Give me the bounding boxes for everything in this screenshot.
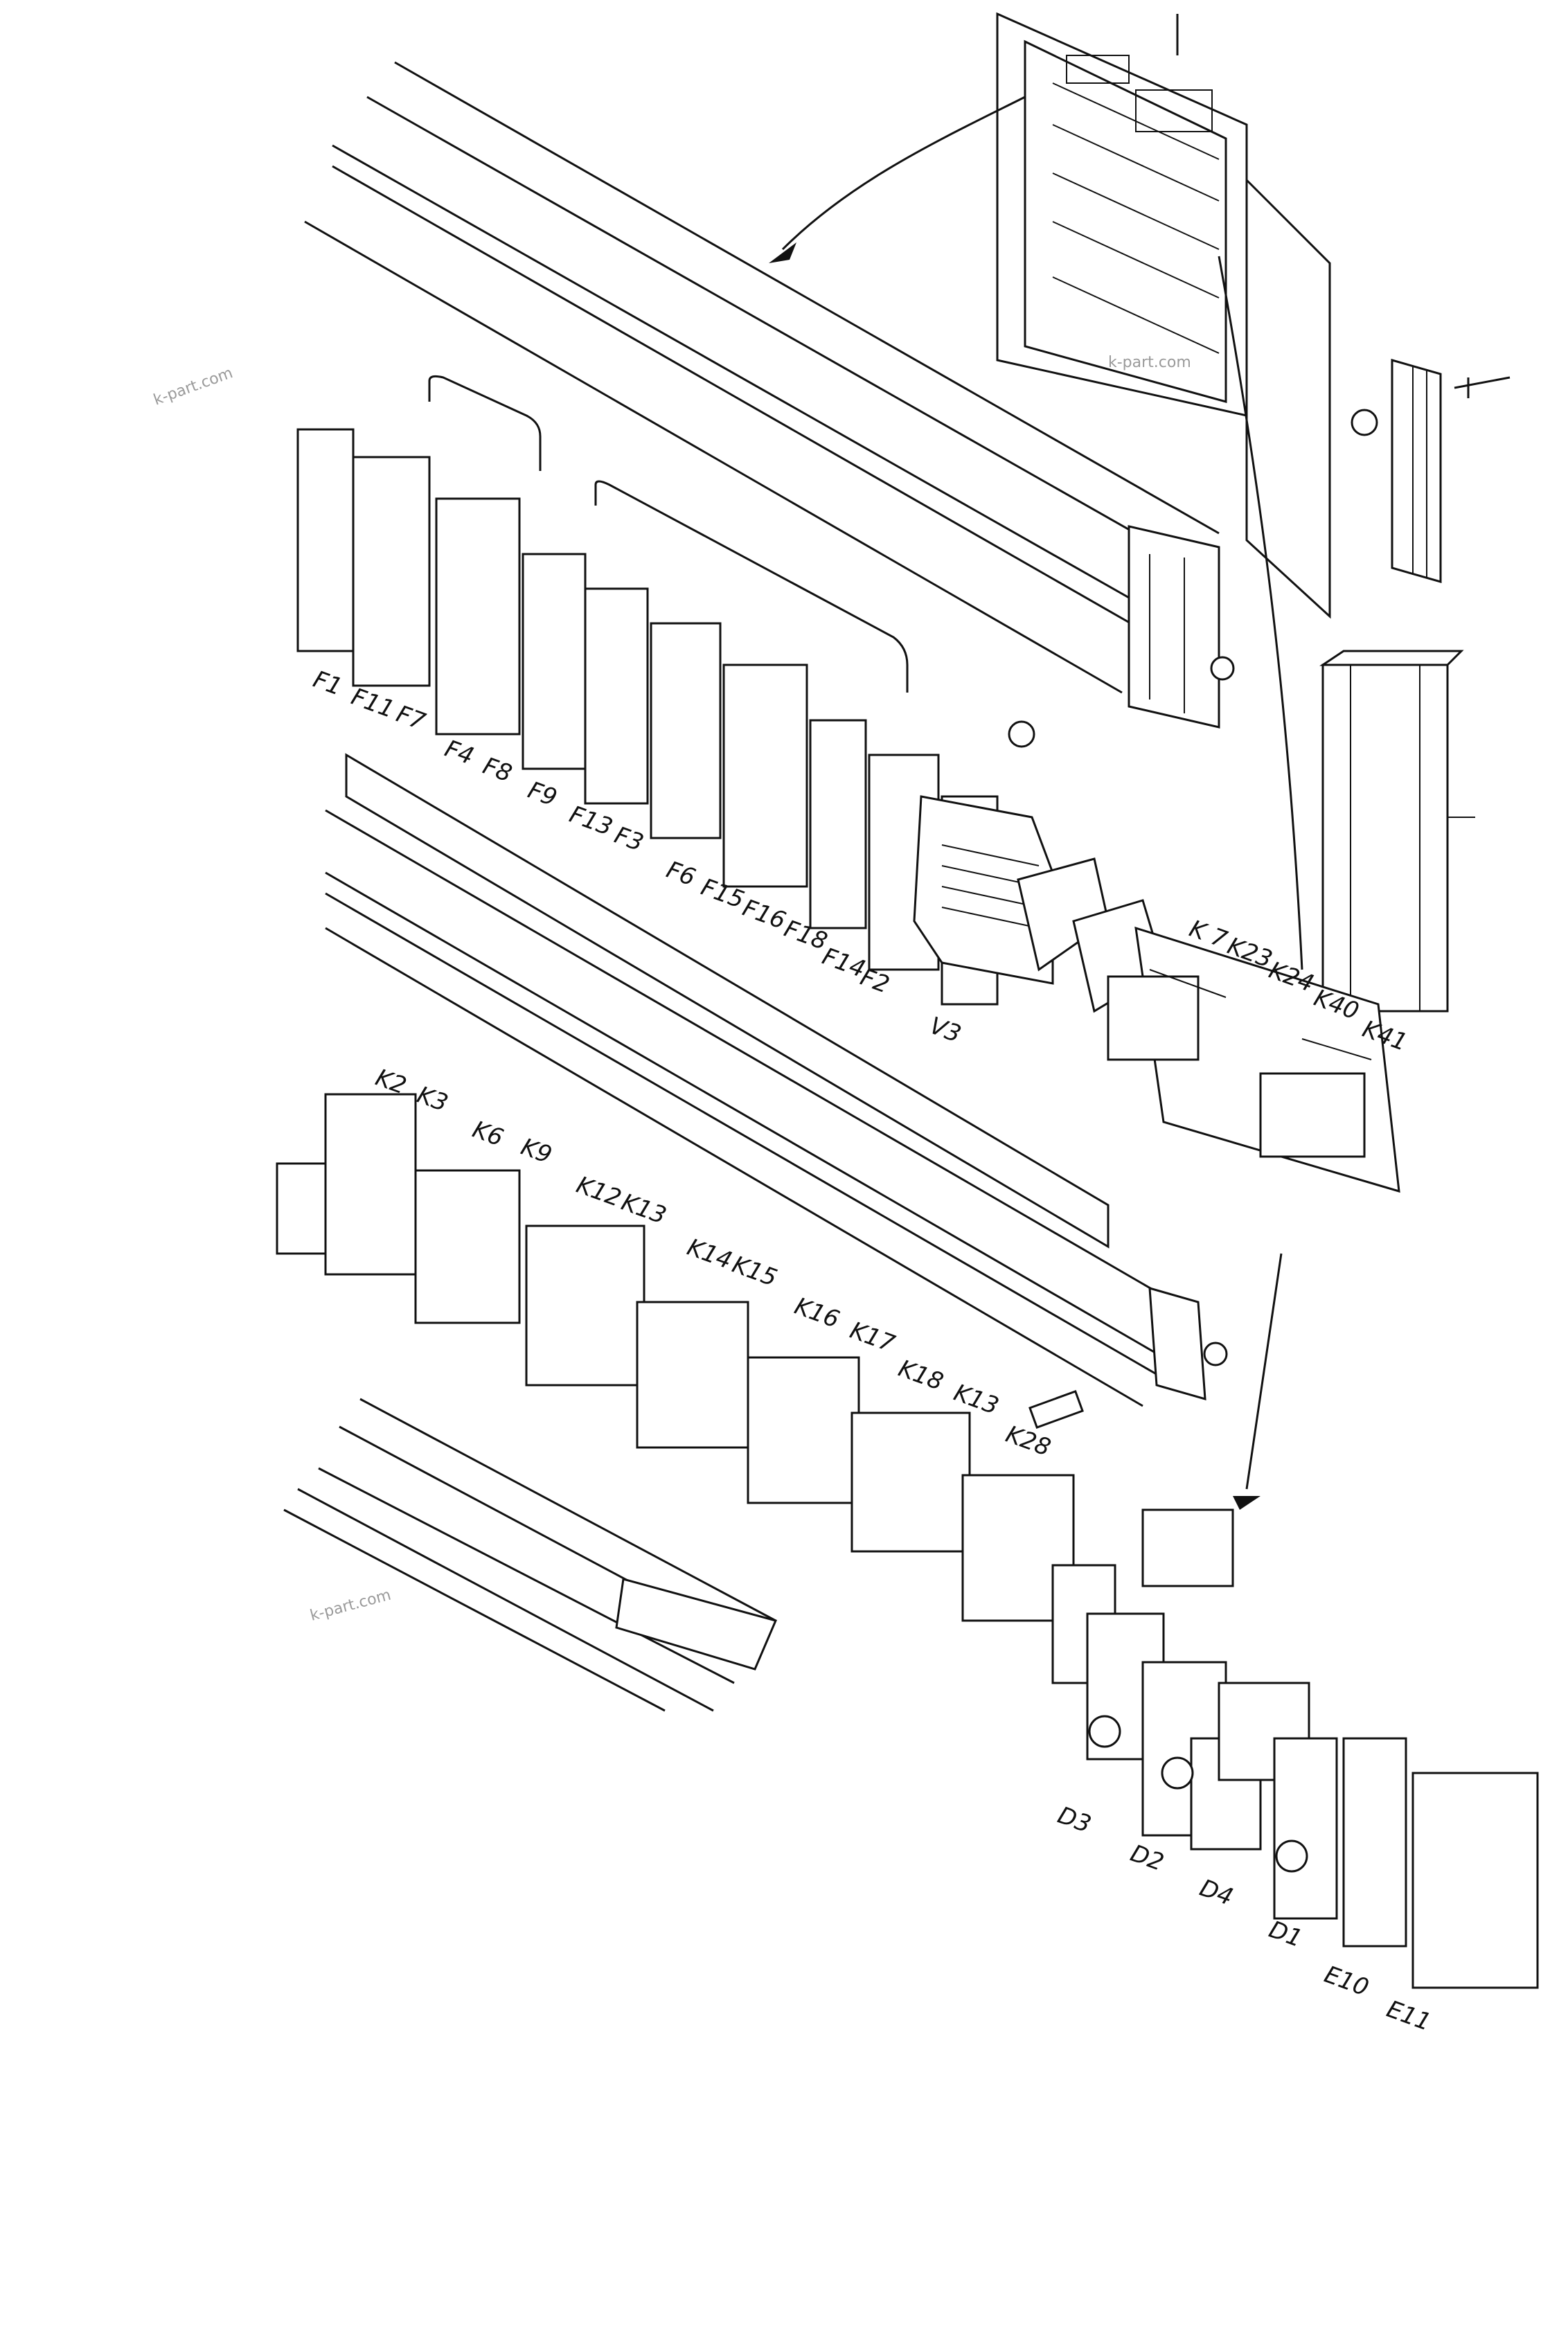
side-profile-rail [1351,359,1511,583]
label-F16: F16 [739,894,790,935]
label-F8: F8 [479,752,515,788]
label-F3: F3 [611,821,647,857]
pointer-arrows [769,96,1303,1510]
watermark: k-part.com [308,1587,393,1625]
label-K3: K3 [413,1081,452,1118]
label-F7: F7 [393,700,429,736]
relay-base-k7-k41 [1107,926,1400,1193]
relay-modules-row [276,1093,1075,1622]
lower-rail [283,1398,778,1712]
upper-din-rail [304,61,1235,748]
middle-din-rail [325,753,1228,1429]
label-D4: D4 [1196,1874,1237,1912]
label-K14: K14 [684,1233,736,1275]
label-K12: K12 [573,1171,625,1213]
label-E11: E11 [1383,1995,1435,2037]
label-D3: D3 [1054,1801,1095,1839]
label-E10: E10 [1321,1961,1373,2002]
terminal-block-v3 [913,795,1165,1013]
label-F4: F4 [441,735,477,771]
label-K9: K9 [517,1133,555,1170]
label-F11: F11 [348,683,398,724]
label-K28: K28 [1002,1420,1054,1462]
label-F13: F13 [566,801,616,841]
label-K18: K18 [895,1355,947,1396]
watermark: k-part.com [1108,354,1191,371]
label-D1: D1 [1265,1916,1306,1953]
label-K13: K13 [618,1188,670,1230]
side-profile-duct [1319,650,1475,1013]
label-V3: V3 [926,1012,965,1049]
watermark: k-part.com [152,364,235,409]
label-K15: K15 [729,1251,781,1292]
label-K17: K17 [846,1317,899,1358]
label-F1: F1 [310,666,346,702]
label-F9: F9 [524,776,560,812]
label-K16: K16 [791,1292,843,1334]
label-D2: D2 [1127,1839,1168,1877]
control-cabinet [996,12,1331,619]
timer-modules [1051,1508,1539,1989]
handle-bars [428,375,909,693]
label-K6: K6 [469,1116,507,1152]
label-F6: F6 [663,856,699,892]
